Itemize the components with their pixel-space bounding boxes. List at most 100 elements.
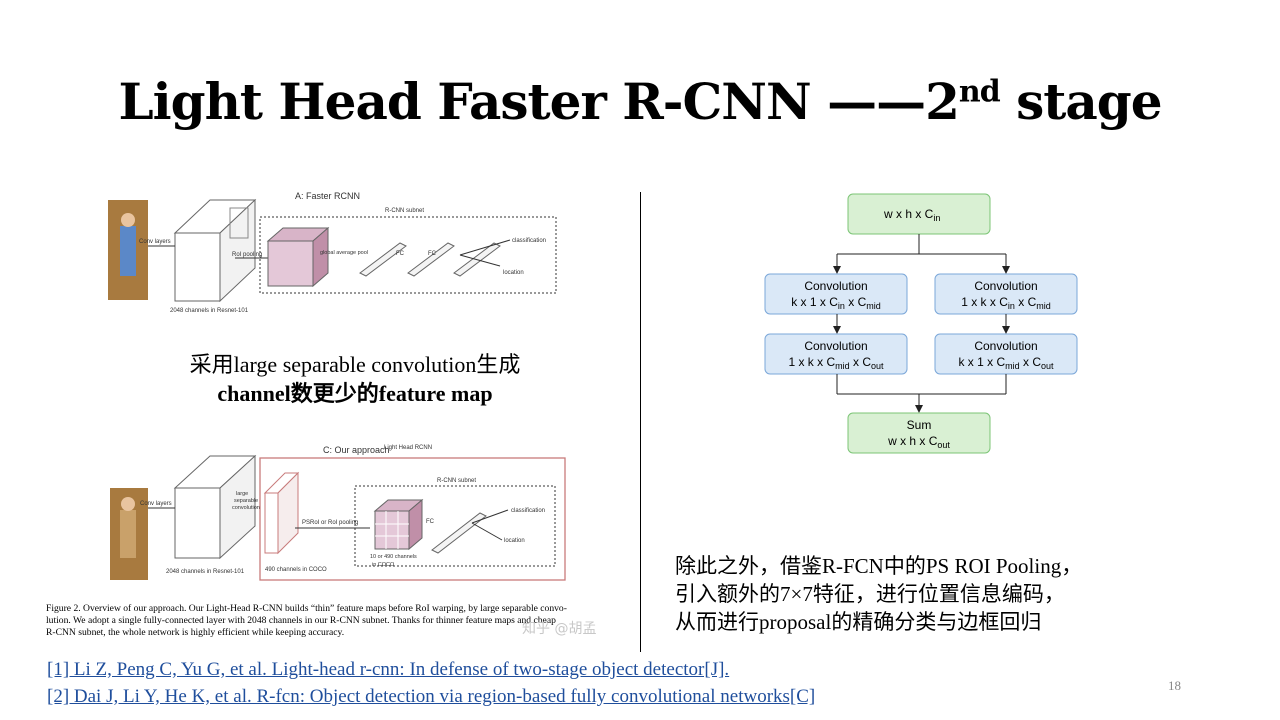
right-conv1-times: x C — [1015, 295, 1037, 309]
left-conv2-sub-mid: mid — [835, 361, 850, 371]
left-conv2-title: Convolution — [804, 339, 867, 353]
figure-annotation: 采用large separable convolution生成 channel数… — [120, 350, 590, 408]
panel-a-gap-label: global average pool — [320, 250, 368, 256]
title-main: Light Head Faster R-CNN ——2 — [118, 72, 959, 131]
vertical-divider — [640, 192, 641, 652]
left-conv2-sub-out: out — [871, 361, 884, 371]
panel-a-location: location — [503, 270, 524, 276]
sum-sub: out — [937, 440, 950, 450]
panel-c-sep-2: separable — [234, 498, 258, 504]
svg-text:w x h x Cout: w x h x Cout — [887, 434, 950, 450]
references: [1] Li Z, Peng C, Yu G, et al. Light-hea… — [47, 656, 815, 710]
svg-text:k x 1 x Cmid x Cout: k x 1 x Cmid x Cout — [958, 355, 1054, 371]
panel-c-channels: 2048 channels in Resnet-101 — [166, 569, 245, 575]
annotation-line-2: channel数更少的feature map — [217, 381, 493, 406]
right-conv2-dims: k x 1 x C — [958, 355, 1005, 369]
left-conv2-node — [764, 333, 908, 375]
input-sub: in — [933, 213, 940, 223]
panel-c-subnet-box — [354, 485, 556, 567]
panel-a-subnet-box — [259, 216, 557, 294]
svg-text:w x h x Cin: w x h x Cin — [883, 207, 940, 223]
panel-c-sep-1: large — [236, 491, 248, 497]
caption-line-1: Figure 2. Overview of our approach. Our … — [46, 603, 567, 614]
left-conv1-sub-mid: mid — [866, 301, 881, 311]
panel-a-classification: classification — [512, 238, 546, 244]
left-conv1-dims: k x 1 x C — [791, 295, 838, 309]
sum-node — [847, 412, 991, 454]
paper-figure-caption: Figure 2. Overview of our approach. Our … — [46, 603, 631, 639]
input-label: w x h x C — [883, 207, 934, 221]
right-conv1-sub-mid: mid — [1036, 301, 1051, 311]
panel-c-psroi: PSRoI or RoI pooling — [302, 520, 358, 526]
panel-c-coco-490: 490 channels in COCO — [265, 567, 327, 573]
panel-c-coco-10-2: in COCO — [372, 562, 395, 568]
title-tail: stage — [999, 72, 1162, 131]
panel-a-backbone-front — [174, 232, 221, 302]
right-conv2-title: Convolution — [974, 339, 1037, 353]
left-conv1-node — [764, 273, 908, 315]
right-conv2-sub-mid: mid — [1005, 361, 1020, 371]
separable-conv-diagram: w x h x Cin Convolution k x 1 x Cin x Cm… — [764, 193, 1078, 454]
left-conv1-title: Convolution — [804, 279, 867, 293]
panel-c-outer-box — [259, 457, 566, 581]
panel-c-location: location — [504, 538, 525, 544]
panel-a-title: A: Faster RCNN — [295, 191, 360, 201]
left-conv1-sub-in: in — [838, 301, 845, 311]
panel-c-person-head — [121, 497, 135, 511]
panel-c-person — [120, 510, 136, 558]
panel-a-roi-label: RoI pooling — [232, 252, 262, 258]
sum-title: Sum — [907, 418, 932, 432]
page-number: 18 — [1168, 678, 1181, 693]
panel-c-outer-label: Light Head RCNN — [384, 445, 432, 451]
reference-1-link[interactable]: [1] Li Z, Peng C, Yu G, et al. Light-hea… — [47, 659, 730, 680]
panel-c-loc-arrow — [471, 522, 503, 541]
panel-c-subnet-label: R-CNN subnet — [437, 478, 476, 484]
right-conv2-times: x C — [1020, 355, 1042, 369]
right-description: 除此之外，借鉴R-FCN中的PS ROI Pooling， 引入额外的7×7特征… — [675, 552, 1145, 636]
panel-a-fc1: FC — [396, 251, 405, 257]
svg-text:k x 1 x Cin x Cmid: k x 1 x Cin x Cmid — [791, 295, 881, 311]
left-conv2-dims: 1 x k x C — [788, 355, 835, 369]
left-conv2-times: x C — [850, 355, 872, 369]
caption-line-2: lution. We adopt a single fully-connecte… — [46, 615, 556, 626]
annotation-line-1: 采用large separable convolution生成 — [189, 352, 521, 377]
panel-c-cls-arrow — [471, 509, 509, 524]
slide-title: Light Head Faster R-CNN ——2nd stage — [0, 72, 1280, 131]
right-conv1-sub-in: in — [1008, 301, 1015, 311]
svg-text:1 x k x Cin x Cmid: 1 x k x Cin x Cmid — [961, 295, 1051, 311]
panel-a-fc-bar-1 — [359, 242, 407, 277]
panel-a-conv-label: Conv layers — [139, 239, 171, 245]
caption-line-3: R-CNN subnet, the whole network is highl… — [46, 627, 345, 638]
panel-a-fc-bar-2 — [407, 242, 455, 277]
panel-c-thin-front — [264, 492, 279, 554]
panel-a-backbone-inner — [229, 207, 249, 239]
panel-c-fc-bar — [431, 512, 487, 554]
watermark: 知乎 @胡孟 — [522, 621, 597, 637]
reference-2-link[interactable]: [2] Dai J, Li Y, He K, et al. R-fcn: Obj… — [47, 686, 816, 707]
right-text-line-1: 除此之外，借鉴R-FCN中的PS ROI Pooling， — [675, 554, 1083, 578]
panel-c-sep-3: convolution — [232, 505, 260, 511]
svg-text:1 x k x Cmid x Cout: 1 x k x Cmid x Cout — [788, 355, 884, 371]
right-conv1-dims: 1 x k x C — [961, 295, 1008, 309]
panel-c-classification: classification — [511, 508, 545, 514]
title-superscript: nd — [958, 74, 1001, 110]
panel-c-fc: FC — [426, 519, 435, 525]
panel-a-loc-arrow — [459, 254, 501, 267]
right-text-line-2: 引入额外的7×7特征，进行位置信息编码， — [675, 582, 1065, 606]
panel-a-channels: 2048 channels in Resnet-101 — [170, 308, 249, 314]
panel-c-conv-label: Conv layers — [140, 501, 172, 507]
panel-a-subnet-label: R-CNN subnet — [385, 208, 424, 214]
panel-c-coco-10-1: 10 or 490 channels — [370, 554, 417, 560]
panel-c-title: C: Our approach — [323, 445, 390, 455]
panel-c-backbone-front — [174, 487, 221, 559]
right-conv2-sub-out: out — [1041, 361, 1054, 371]
right-text-line-3: 从而进行proposal的精确分类与边框回归 — [675, 610, 1042, 634]
right-conv1-title: Convolution — [974, 279, 1037, 293]
left-conv1-times: x C — [845, 295, 867, 309]
panel-a-person-head — [121, 213, 135, 227]
panel-a-roi-cube-front — [267, 240, 314, 287]
paper-figure: A: Faster RCNN R-CNN subnet Conv layers … — [108, 191, 566, 581]
sum-dims: w x h x C — [887, 434, 938, 448]
panel-c-roi-cube-front — [374, 510, 410, 550]
panel-a-person — [120, 226, 136, 276]
